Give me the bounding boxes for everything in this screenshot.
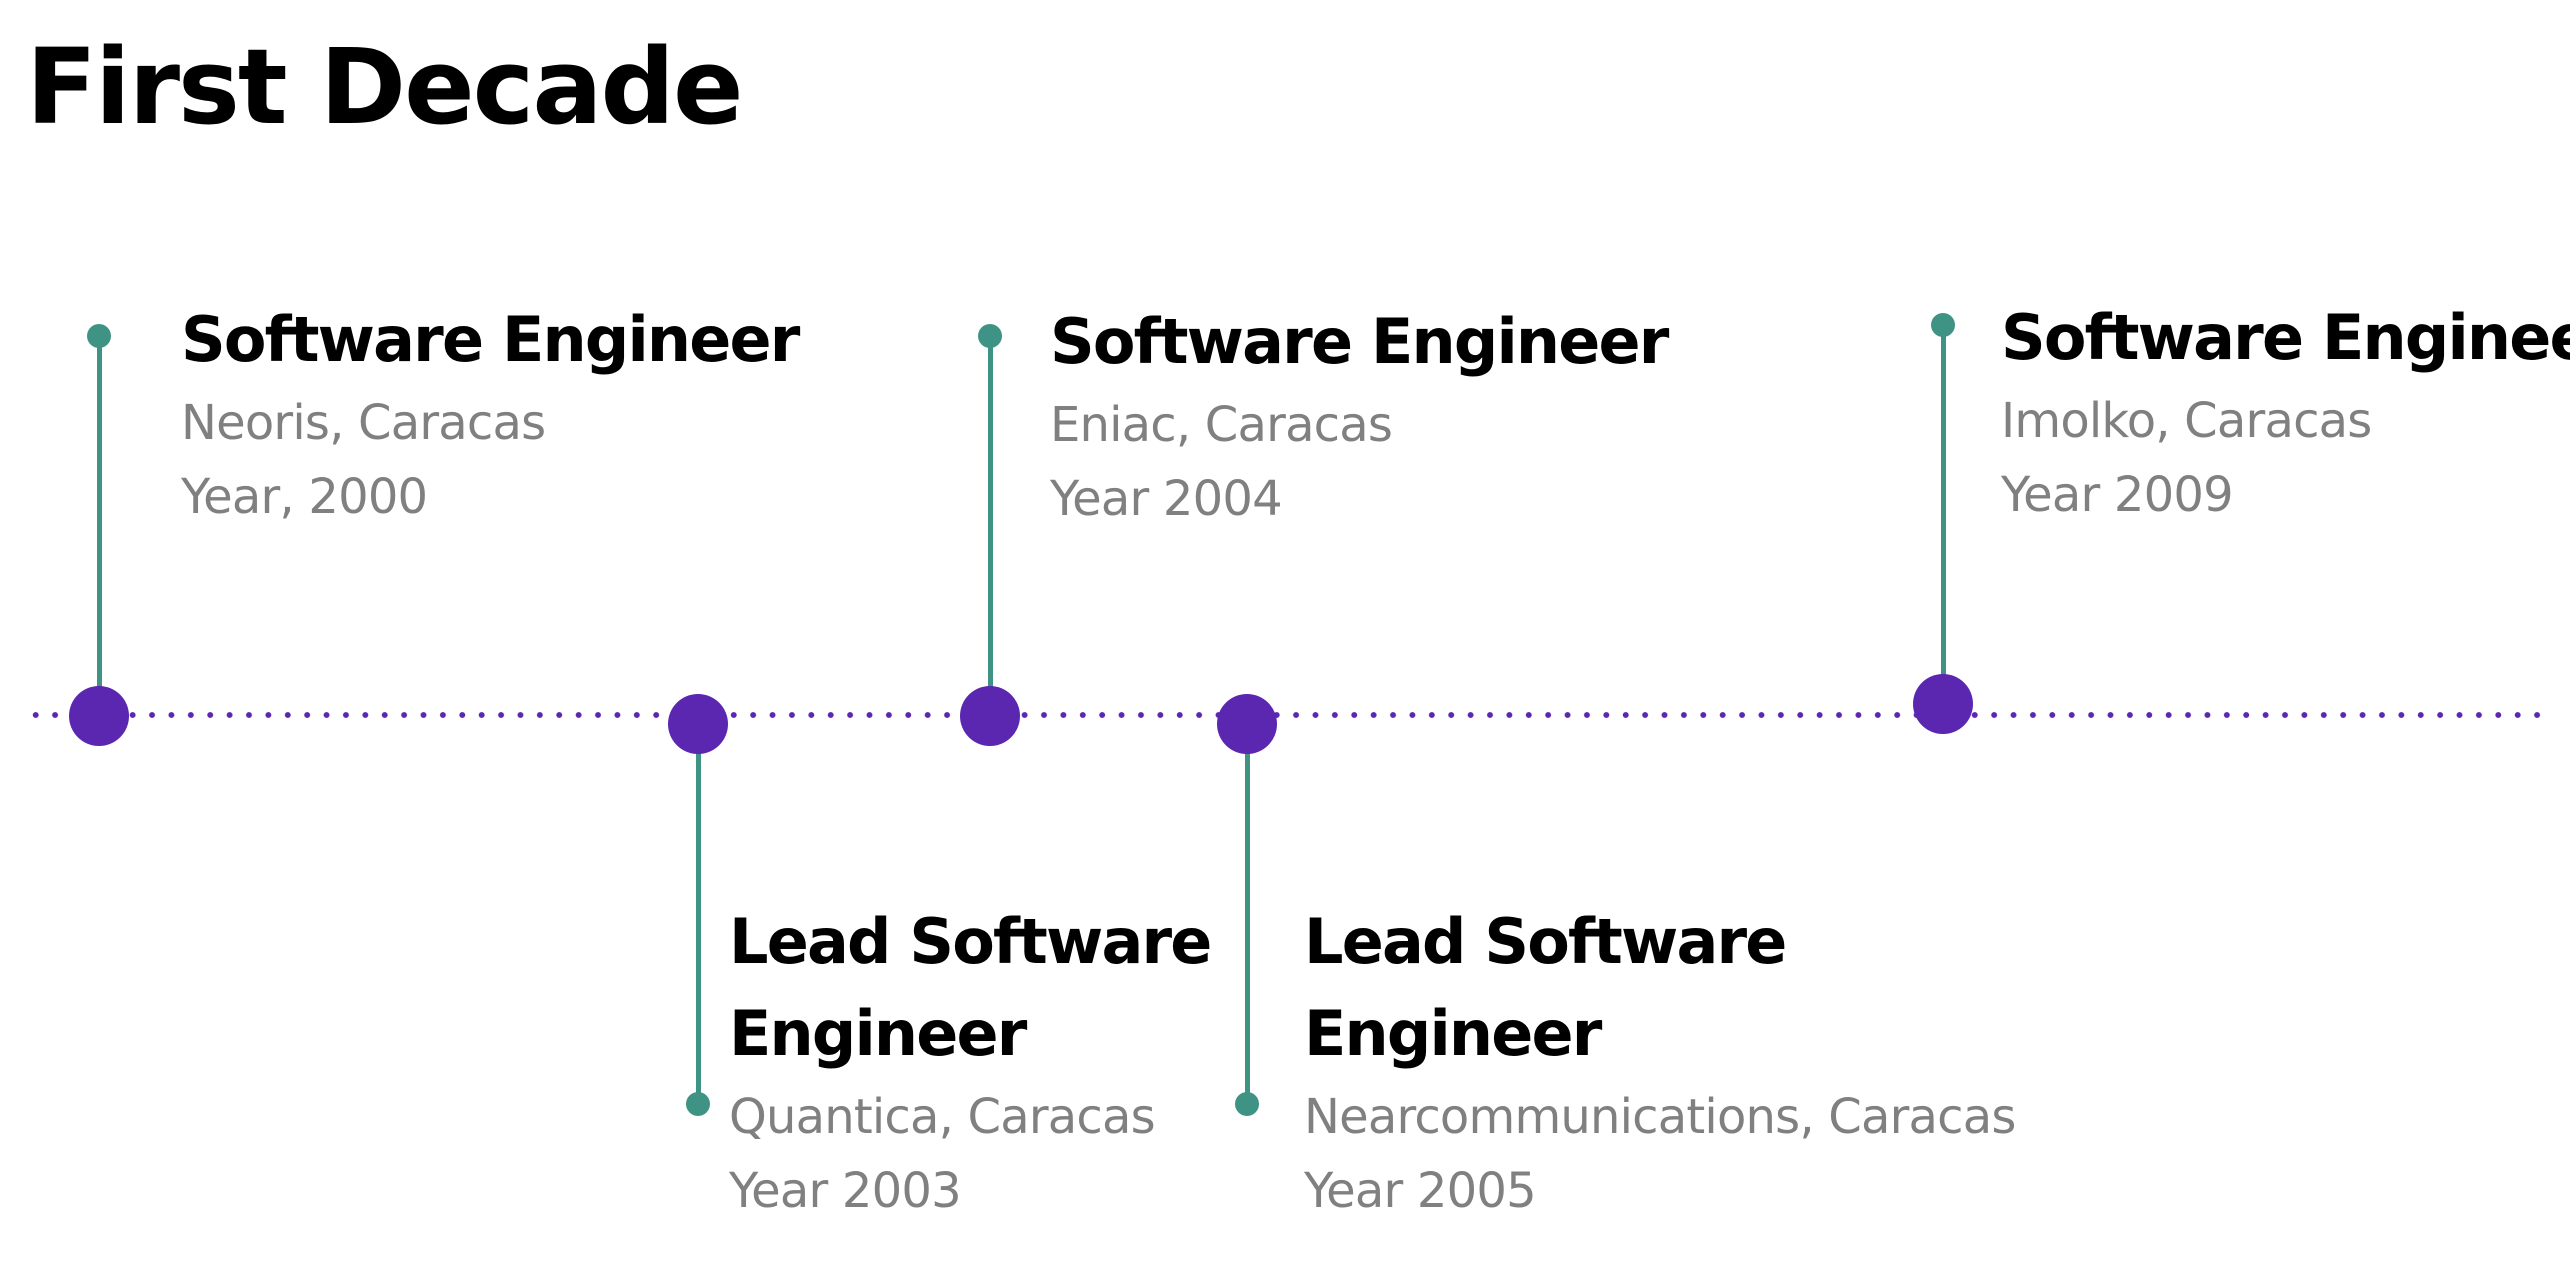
milestone-5-stem-dot xyxy=(1931,313,1955,337)
milestone-1-stem-dot xyxy=(87,324,111,348)
milestone-1-year: Year, 2000 xyxy=(181,469,428,525)
milestone-2-stem xyxy=(696,724,701,1104)
milestone-1-entry: Software Engineer Neoris, Caracas Year, … xyxy=(181,294,800,534)
milestone-4-company: Nearcommunications, Caracas xyxy=(1304,1089,2016,1145)
milestone-1-company: Neoris, Caracas xyxy=(181,395,546,451)
milestone-4-year: Year 2005 xyxy=(1304,1163,1537,1219)
milestone-5-company: Imolko, Caracas xyxy=(2001,393,2372,449)
milestone-4-node xyxy=(1217,694,1277,754)
page-title: First Decade xyxy=(26,26,743,148)
milestone-4-entry: Lead Software Engineer Nearcommunication… xyxy=(1304,896,2016,1228)
milestone-4-stem-dot xyxy=(1235,1092,1259,1116)
milestone-5-entry: Software Engineer Imolko, Caracas Year 2… xyxy=(2001,292,2570,532)
milestone-3-stem xyxy=(988,336,993,716)
milestone-4-title-line-1: Lead Software xyxy=(1304,905,1787,978)
milestone-5-year: Year 2009 xyxy=(2001,467,2234,523)
milestone-2-entry: Lead Software Engineer Quantica, Caracas… xyxy=(729,896,1212,1228)
milestone-3-year: Year 2004 xyxy=(1050,471,1283,527)
milestone-4-title-line-2: Engineer xyxy=(1304,997,1602,1070)
milestone-2-company: Quantica, Caracas xyxy=(729,1089,1156,1145)
milestone-1-stem xyxy=(97,336,102,716)
milestone-3-entry: Software Engineer Eniac, Caracas Year 20… xyxy=(1050,296,1669,536)
milestone-4-stem xyxy=(1245,724,1250,1104)
milestone-2-title-line-1: Lead Software xyxy=(729,905,1212,978)
milestone-2-title-line-2: Engineer xyxy=(729,997,1027,1070)
milestone-3-node xyxy=(960,686,1020,746)
milestone-2-year: Year 2003 xyxy=(729,1163,962,1219)
milestone-2-node xyxy=(668,694,728,754)
milestone-5-title: Software Engineer xyxy=(2001,301,2570,374)
milestone-5-node xyxy=(1913,674,1973,734)
milestone-1-title: Software Engineer xyxy=(181,303,800,376)
milestone-5-stem xyxy=(1941,325,1946,705)
milestone-3-title: Software Engineer xyxy=(1050,305,1669,378)
timeline-axis xyxy=(26,712,2546,718)
milestone-1-node xyxy=(69,686,129,746)
milestone-2-stem-dot xyxy=(686,1092,710,1116)
milestone-3-stem-dot xyxy=(978,324,1002,348)
milestone-3-company: Eniac, Caracas xyxy=(1050,397,1393,453)
